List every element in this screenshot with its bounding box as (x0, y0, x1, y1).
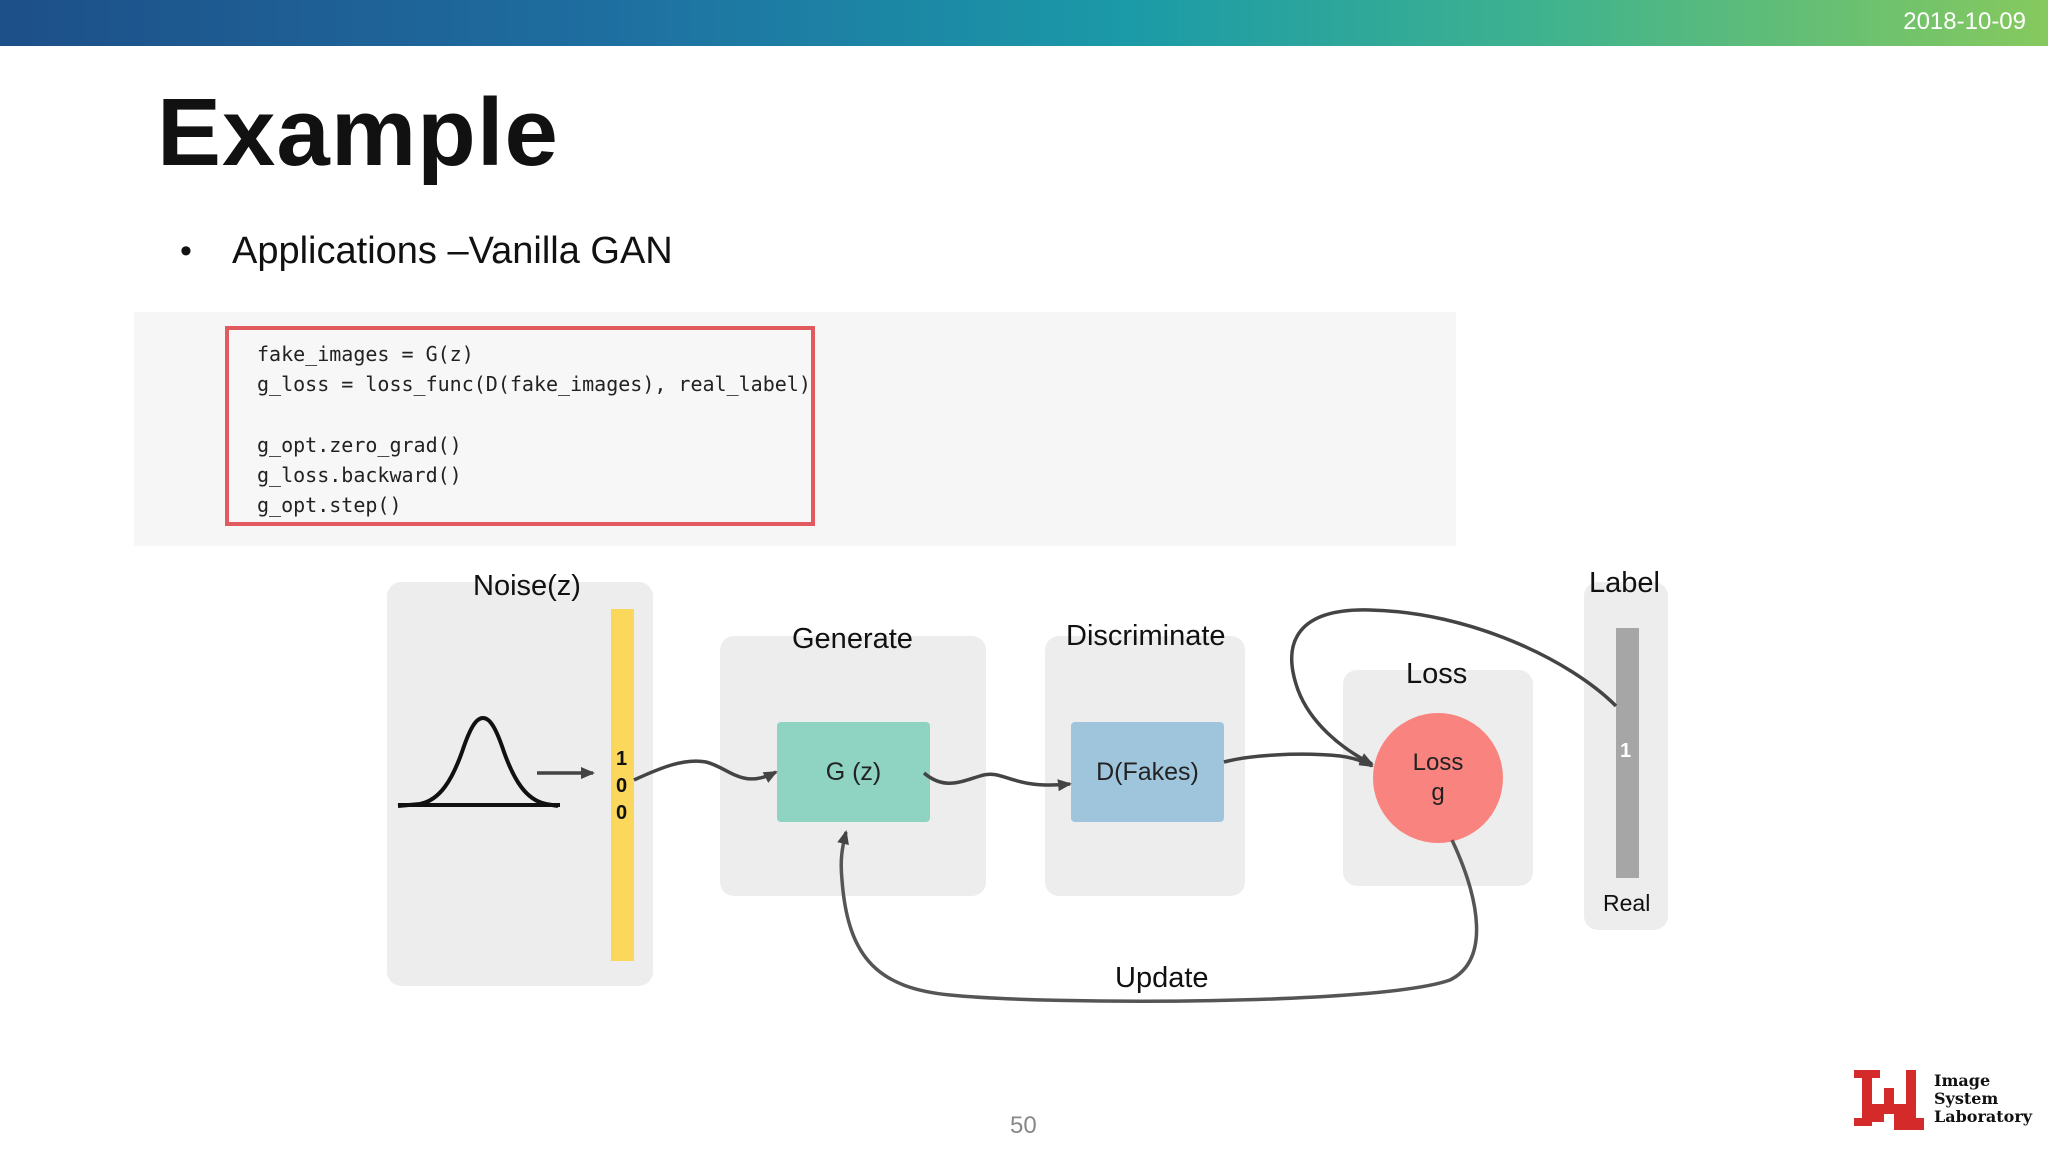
code-line: fake_images = G(z) (257, 342, 474, 366)
discriminate-label: Discriminate (1066, 620, 1226, 652)
arrow-generator-to-discriminator (922, 771, 1072, 792)
generate-label: Generate (792, 623, 913, 655)
label-vector-value: 1 (1620, 740, 1632, 762)
bullet-text: Applications –Vanilla GAN (232, 230, 673, 272)
code-line: g_loss = loss_func(D(fake_images), real_… (257, 372, 811, 396)
loss-label: Loss (1406, 658, 1468, 690)
slide-date: 2018-10-09 (1903, 8, 2026, 35)
update-label: Update (1115, 962, 1209, 994)
loss-node-subscript: g (1431, 779, 1445, 806)
noise-vector (611, 609, 634, 961)
arrow-discriminator-to-loss (1223, 752, 1374, 768)
noise-vector-value: 1 (616, 748, 628, 770)
noise-vector-value: 0 (616, 775, 628, 797)
isl-logo-icon (1854, 1070, 1924, 1130)
logo-line: Image (1934, 1071, 1991, 1090)
label-title: Label (1589, 567, 1660, 599)
arrow-label-to-loss (1290, 608, 1618, 766)
generator-node: G (z) (777, 722, 930, 822)
bullet-point-icon: • (180, 232, 192, 270)
code-highlight-box: fake_images = G(z) g_loss = loss_func(D(… (225, 326, 815, 526)
header-bar: 2018-10-09 (0, 0, 2048, 46)
slide-title: Example (157, 79, 559, 186)
noise-vector-value: 0 (616, 802, 628, 824)
logo-text: Image System Laboratory (1934, 1072, 2032, 1126)
lab-logo: Image System Laboratory (1850, 1064, 2040, 1134)
arrow-noise-to-generator (633, 759, 778, 783)
page-number: 50 (1010, 1112, 1037, 1139)
loss-node-label: Loss (1412, 749, 1464, 776)
discriminator-node: D(Fakes) (1071, 722, 1224, 822)
loss-node: Loss g (1373, 713, 1503, 843)
code-line: g_opt.step() (257, 493, 402, 517)
gaussian-distribution-icon (397, 715, 559, 808)
label-vector (1616, 628, 1639, 878)
code-line: g_opt.zero_grad() (257, 433, 462, 457)
noise-label: Noise(z) (473, 570, 581, 602)
code-line: g_loss.backward() (257, 463, 462, 487)
label-caption: Real (1603, 890, 1651, 916)
logo-line: Laboratory (1934, 1107, 2033, 1126)
logo-line: System (1934, 1089, 1999, 1108)
arrow-update-loop (837, 830, 1479, 1003)
